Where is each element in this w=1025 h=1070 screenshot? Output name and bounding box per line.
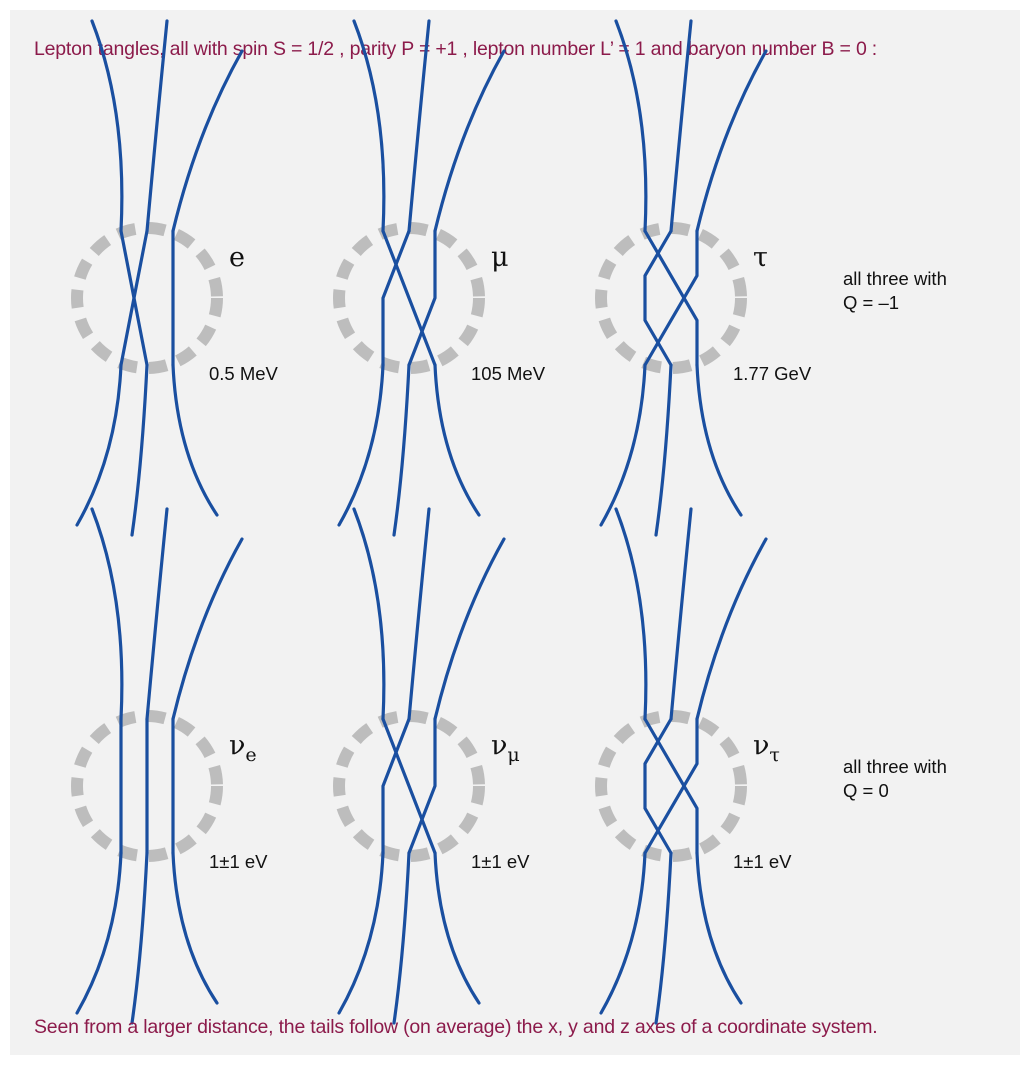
particle-symbol: μ — [491, 242, 509, 273]
tangle-0-1: μ 105 MeV — [333, 19, 546, 537]
particle-subscript: μ — [507, 744, 519, 766]
strand-core — [643, 717, 699, 855]
strand-tail — [75, 851, 123, 1015]
strand-tail — [337, 363, 385, 527]
strand-tail — [407, 19, 431, 233]
strand-tail — [433, 851, 481, 1005]
tangle-0-2: τ 1.77 GeV — [595, 19, 812, 537]
strand-tail — [90, 19, 124, 233]
strand-tail — [171, 851, 219, 1005]
strand-tail — [654, 851, 673, 1025]
strand-tail — [90, 507, 124, 721]
strand-tail — [352, 507, 386, 721]
dashed-ring — [333, 710, 485, 862]
strand-tail — [654, 363, 673, 537]
header-caption: Lepton tangles, all with spin S = 1/2 , … — [34, 38, 878, 60]
strand-core — [381, 229, 411, 367]
dashed-ring — [71, 222, 223, 374]
particle-symbol: e — [229, 242, 245, 273]
strand-tail — [75, 363, 123, 527]
particle-mass: 105 MeV — [471, 363, 546, 384]
strand-tail — [392, 363, 411, 537]
particle-mass: 1.77 GeV — [733, 363, 812, 384]
strand-tail — [433, 537, 506, 721]
tangle-1-1: νμ 1±1 eV — [333, 507, 530, 1025]
strand-core — [381, 229, 437, 367]
strand-tail — [407, 507, 431, 721]
particle-symbol: ντ — [753, 730, 780, 766]
strand-tail — [695, 851, 743, 1005]
footer-caption: Seen from a larger distance, the tails f… — [34, 1016, 878, 1038]
particle-mass: 0.5 MeV — [209, 363, 279, 384]
strand-core — [407, 717, 437, 855]
tangle-1-2: ντ 1±1 eV — [595, 507, 792, 1025]
strand-tail — [614, 507, 648, 721]
strand-tail — [171, 363, 219, 517]
strand-tail — [433, 49, 506, 233]
charge-note: all three with Q = 0 — [843, 756, 947, 801]
particle-mass: 1±1 eV — [733, 851, 792, 872]
strand-tail — [130, 363, 149, 537]
strand-tail — [352, 19, 386, 233]
dashed-ring — [71, 710, 223, 862]
strand-tail — [669, 19, 693, 233]
charge-note: all three with Q = –1 — [843, 268, 947, 313]
strand-tail — [433, 363, 481, 517]
charge-note-line: all three with — [843, 268, 947, 289]
strand-core — [643, 717, 699, 855]
tangle-0-0: e 0.5 MeV — [71, 19, 279, 537]
strand-tail — [669, 507, 693, 721]
particle-subscript: e — [245, 744, 256, 766]
dashed-ring — [595, 710, 747, 862]
dashed-ring — [333, 222, 485, 374]
particle-symbol: νμ — [491, 730, 520, 766]
strand-core — [407, 229, 437, 367]
strand-tail — [171, 49, 244, 233]
strand-tail — [614, 19, 648, 233]
particle-subscript: τ — [769, 744, 780, 766]
charge-note-line: Q = –1 — [843, 292, 899, 313]
figure-panel: Lepton tangles, all with spin S = 1/2 , … — [10, 10, 1020, 1055]
strand-tail — [695, 363, 743, 517]
tangle-1-0: νe 1±1 eV — [71, 507, 268, 1025]
strand-tail — [145, 507, 169, 721]
strand-tail — [337, 851, 385, 1015]
particle-mass: 1±1 eV — [471, 851, 530, 872]
strand-core — [643, 229, 699, 367]
strand-core — [119, 229, 149, 367]
particle-symbol: νe — [229, 730, 257, 766]
strand-tail — [171, 537, 244, 721]
particle-symbol: τ — [753, 242, 768, 273]
strand-tail — [599, 363, 647, 527]
particle-mass: 1±1 eV — [209, 851, 268, 872]
strand-core — [643, 229, 699, 367]
strand-tail — [695, 537, 768, 721]
charge-note-line: Q = 0 — [843, 780, 889, 801]
strand-tail — [392, 851, 411, 1025]
strand-core — [381, 717, 411, 855]
strand-core — [381, 717, 437, 855]
strand-tail — [145, 19, 169, 233]
strand-tail — [130, 851, 149, 1025]
charge-note-line: all three with — [843, 756, 947, 777]
dashed-ring — [595, 222, 747, 374]
strand-tail — [695, 49, 768, 233]
strand-tail — [599, 851, 647, 1015]
